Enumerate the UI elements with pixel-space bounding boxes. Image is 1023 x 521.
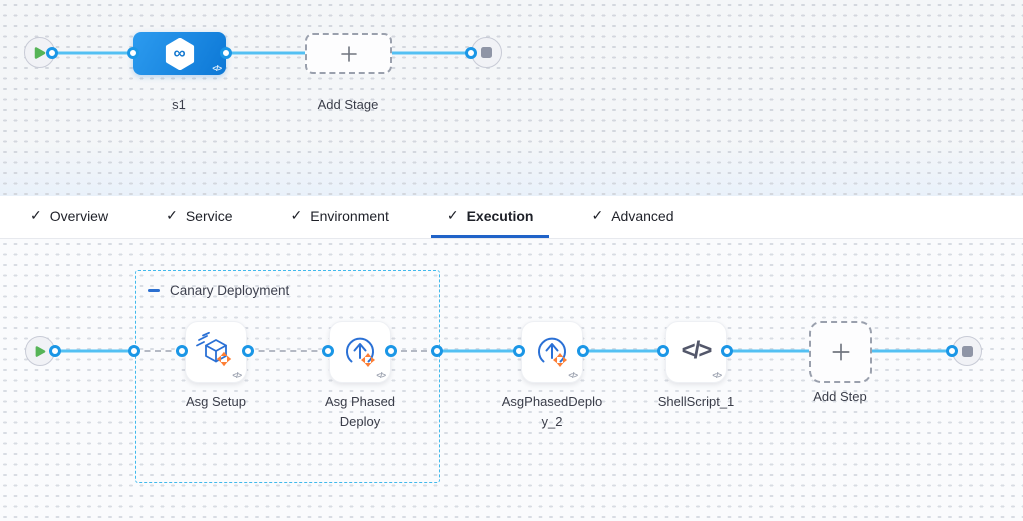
connector-point[interactable] bbox=[49, 345, 61, 357]
check-icon: ✓ bbox=[290, 207, 303, 223]
link-line bbox=[437, 349, 519, 353]
group-label: Canary Deployment bbox=[170, 283, 290, 298]
execution-graph-canvas[interactable]: Canary Deployment bbox=[0, 239, 1023, 521]
plus-icon bbox=[340, 45, 357, 62]
stage-node-s1[interactable]: ∞ </> bbox=[133, 32, 226, 75]
connector-point[interactable] bbox=[513, 345, 525, 357]
connector-point[interactable] bbox=[46, 47, 58, 59]
link-line bbox=[392, 51, 471, 55]
link-line bbox=[52, 51, 133, 55]
play-icon bbox=[35, 345, 46, 357]
connector-point[interactable] bbox=[176, 345, 188, 357]
yaml-code-badge: </> bbox=[232, 371, 242, 380]
add-step-label: Add Step bbox=[813, 389, 867, 404]
yaml-code-badge: </> bbox=[376, 371, 386, 380]
tab-execution[interactable]: ✓ Execution bbox=[430, 196, 550, 238]
connector-point[interactable] bbox=[220, 47, 232, 59]
step-node-asg-phased-deploy-2[interactable]: </> bbox=[521, 321, 583, 383]
asg-phased-deploy-icon bbox=[538, 337, 568, 368]
check-icon: ✓ bbox=[30, 207, 42, 223]
connector-point[interactable] bbox=[946, 345, 958, 357]
step-name-label: Asg Setup bbox=[186, 394, 246, 409]
stage-graph-canvas[interactable]: ∞ </> s1 Add Stage bbox=[0, 0, 1023, 196]
stop-icon bbox=[961, 345, 973, 357]
connector-point[interactable] bbox=[127, 47, 139, 59]
add-stage-button[interactable] bbox=[305, 33, 392, 74]
tab-label: Environment bbox=[310, 207, 389, 224]
connector-point[interactable] bbox=[128, 345, 140, 357]
connector-point[interactable] bbox=[431, 345, 443, 357]
link-line-dashed bbox=[391, 349, 437, 352]
tab-overview[interactable]: ✓ Overview bbox=[14, 196, 124, 238]
add-step-button[interactable] bbox=[809, 321, 872, 383]
tab-label: Overview bbox=[49, 207, 109, 224]
connector-point[interactable] bbox=[465, 47, 477, 59]
plus-icon bbox=[831, 343, 850, 361]
group-header[interactable]: Canary Deployment bbox=[148, 283, 289, 298]
link-line bbox=[226, 51, 305, 55]
asg-phased-deploy-icon bbox=[346, 337, 376, 368]
tab-service[interactable]: ✓ Service bbox=[150, 196, 248, 238]
check-icon: ✓ bbox=[591, 207, 604, 223]
connector-point[interactable] bbox=[657, 345, 669, 357]
link-line bbox=[583, 349, 663, 353]
step-name-label: ShellScript_1 bbox=[657, 394, 735, 409]
collapse-minus-icon[interactable] bbox=[148, 289, 160, 292]
link-line bbox=[55, 349, 134, 353]
check-icon: ✓ bbox=[166, 207, 178, 223]
step-group-canary-deployment[interactable]: Canary Deployment bbox=[135, 270, 440, 483]
stage-config-tabs: ✓ Overview ✓ Service ✓ Environment ✓ Exe… bbox=[0, 196, 1023, 239]
step-name-label: AsgPhasedDeploy_2 bbox=[501, 394, 603, 430]
tab-label: Service bbox=[185, 207, 233, 224]
step-node-asg-setup[interactable]: </> bbox=[185, 321, 247, 383]
link-line bbox=[727, 349, 809, 353]
yaml-code-badge: </> bbox=[568, 371, 578, 380]
asg-setup-icon bbox=[196, 331, 232, 367]
link-line-dashed bbox=[248, 349, 328, 352]
tab-advanced[interactable]: ✓ Advanced bbox=[575, 196, 689, 238]
step-name-label: Asg Phased Deploy bbox=[324, 394, 396, 430]
connector-point[interactable] bbox=[577, 345, 589, 357]
link-line-dashed bbox=[134, 349, 182, 352]
cd-stage-icon: ∞ bbox=[164, 37, 196, 70]
connector-point[interactable] bbox=[322, 345, 334, 357]
stop-icon bbox=[481, 47, 492, 58]
tab-label: Execution bbox=[466, 207, 534, 224]
connector-point[interactable] bbox=[242, 345, 254, 357]
shell-script-icon: </> bbox=[681, 336, 713, 364]
stage-name-label: s1 bbox=[172, 97, 186, 112]
step-node-asg-phased-deploy[interactable]: </> bbox=[329, 321, 391, 383]
yaml-code-badge: </> bbox=[212, 64, 222, 73]
connector-point[interactable] bbox=[385, 345, 397, 357]
tab-environment[interactable]: ✓ Environment bbox=[275, 196, 405, 238]
link-line bbox=[872, 349, 952, 353]
play-icon bbox=[34, 46, 46, 59]
step-node-shellscript-1[interactable]: </> </> bbox=[665, 321, 727, 383]
connector-point[interactable] bbox=[721, 345, 733, 357]
pipeline-end-node[interactable] bbox=[471, 37, 502, 68]
check-icon: ✓ bbox=[446, 207, 459, 223]
add-stage-label: Add Stage bbox=[317, 97, 379, 112]
tab-label: Advanced bbox=[611, 207, 674, 224]
yaml-code-badge: </> bbox=[712, 371, 722, 380]
